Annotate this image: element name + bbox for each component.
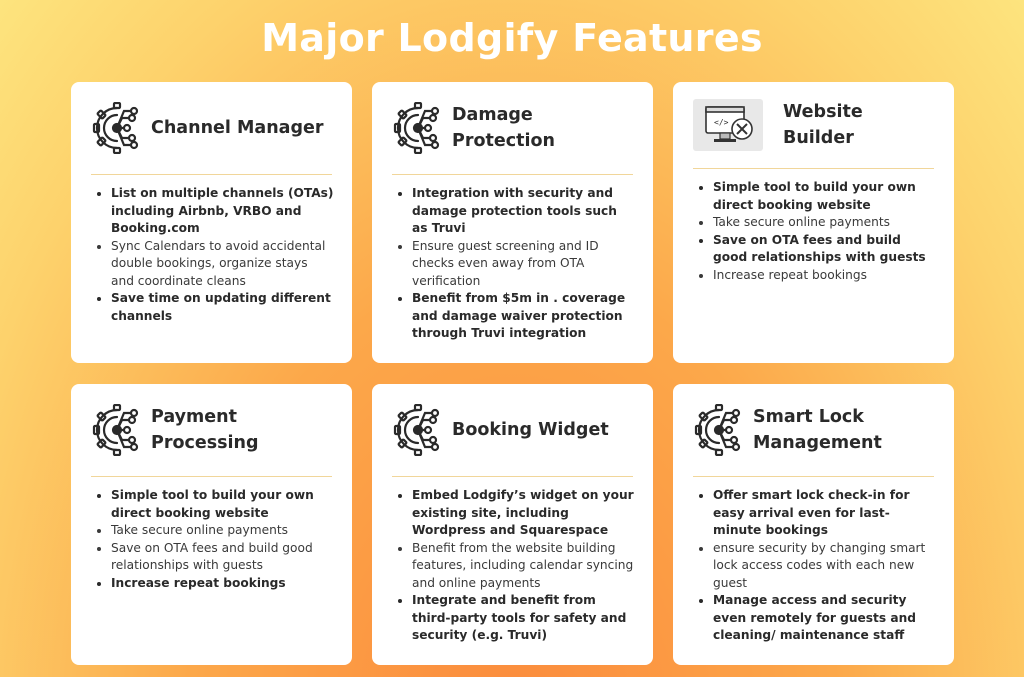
list-item: Integrate and benefit from third-party t… bbox=[412, 592, 635, 645]
card-damage-protection: Damage Protection Integration with secur… bbox=[372, 82, 653, 363]
list-item: Embed Lodgify’s widget on your existing … bbox=[412, 487, 635, 540]
card-header: Smart Lock Management bbox=[693, 384, 934, 477]
feature-list: List on multiple channels (OTAs) includi… bbox=[89, 185, 334, 325]
card-booking-widget: Booking Widget Embed Lodgify’s widget on… bbox=[372, 384, 653, 665]
gear-circuit-icon bbox=[393, 102, 440, 154]
list-item: Save on OTA fees and build good relation… bbox=[111, 540, 334, 575]
list-item: Sync Calendars to avoid accidental doubl… bbox=[111, 238, 334, 291]
list-item: Take secure online payments bbox=[111, 522, 334, 540]
list-item: Offer smart lock check-in for easy arriv… bbox=[713, 487, 936, 540]
card-header: Channel Manager bbox=[91, 82, 332, 175]
list-item: Increase repeat bookings bbox=[713, 267, 936, 285]
list-item: Save time on updating different channels bbox=[111, 290, 334, 325]
card-header: Damage Protection bbox=[392, 82, 633, 175]
card-header: Payment Processing bbox=[91, 384, 332, 477]
list-item: Save on OTA fees and build good relation… bbox=[713, 232, 936, 267]
card-payment-processing: Payment Processing Simple tool to build … bbox=[71, 384, 352, 665]
feature-list: Simple tool to build your own direct boo… bbox=[691, 179, 936, 284]
feature-list: Embed Lodgify’s widget on your existing … bbox=[390, 487, 635, 645]
gear-circuit-icon bbox=[92, 102, 139, 154]
list-item: Take secure online payments bbox=[713, 214, 936, 232]
list-item: Manage access and security even remotely… bbox=[713, 592, 936, 645]
card-title: Channel Manager bbox=[151, 118, 324, 138]
feature-list: Integration with security and damage pro… bbox=[390, 185, 635, 343]
card-title: Website Builder bbox=[783, 102, 863, 148]
svg-text:</>: </> bbox=[714, 118, 729, 127]
page-title: Major Lodgify Features bbox=[261, 16, 763, 60]
gear-circuit-icon bbox=[393, 404, 440, 456]
list-item: Benefit from $5m in . coverage and damag… bbox=[412, 290, 635, 343]
card-title: Damage Protection bbox=[452, 105, 555, 151]
list-item: Benefit from the website building featur… bbox=[412, 540, 635, 593]
list-item: Increase repeat bookings bbox=[111, 575, 334, 593]
list-item: Simple tool to build your own direct boo… bbox=[111, 487, 334, 522]
card-website-builder: </> Website Builder Simple tool to build… bbox=[673, 82, 954, 363]
list-item: Ensure guest screening and ID checks eve… bbox=[412, 238, 635, 291]
list-item: Integration with security and damage pro… bbox=[412, 185, 635, 238]
gear-circuit-icon bbox=[92, 404, 139, 456]
card-header: </> Website Builder bbox=[693, 82, 934, 169]
card-title: Payment Processing bbox=[151, 407, 259, 453]
card-title: Smart Lock Management bbox=[753, 407, 882, 453]
card-channel-manager: Channel Manager List on multiple channel… bbox=[71, 82, 352, 363]
list-item: Simple tool to build your own direct boo… bbox=[713, 179, 936, 214]
list-item: ensure security by changing smart lock a… bbox=[713, 540, 936, 593]
feature-list: Offer smart lock check-in for easy arriv… bbox=[691, 487, 936, 645]
card-header: Booking Widget bbox=[392, 384, 633, 477]
website-builder-icon: </> bbox=[693, 99, 763, 151]
gear-circuit-icon bbox=[694, 404, 741, 456]
card-smart-lock-management: Smart Lock Management Offer smart lock c… bbox=[673, 384, 954, 665]
card-title: Booking Widget bbox=[452, 420, 609, 440]
feature-list: Simple tool to build your own direct boo… bbox=[89, 487, 334, 592]
list-item: List on multiple channels (OTAs) includi… bbox=[111, 185, 334, 238]
